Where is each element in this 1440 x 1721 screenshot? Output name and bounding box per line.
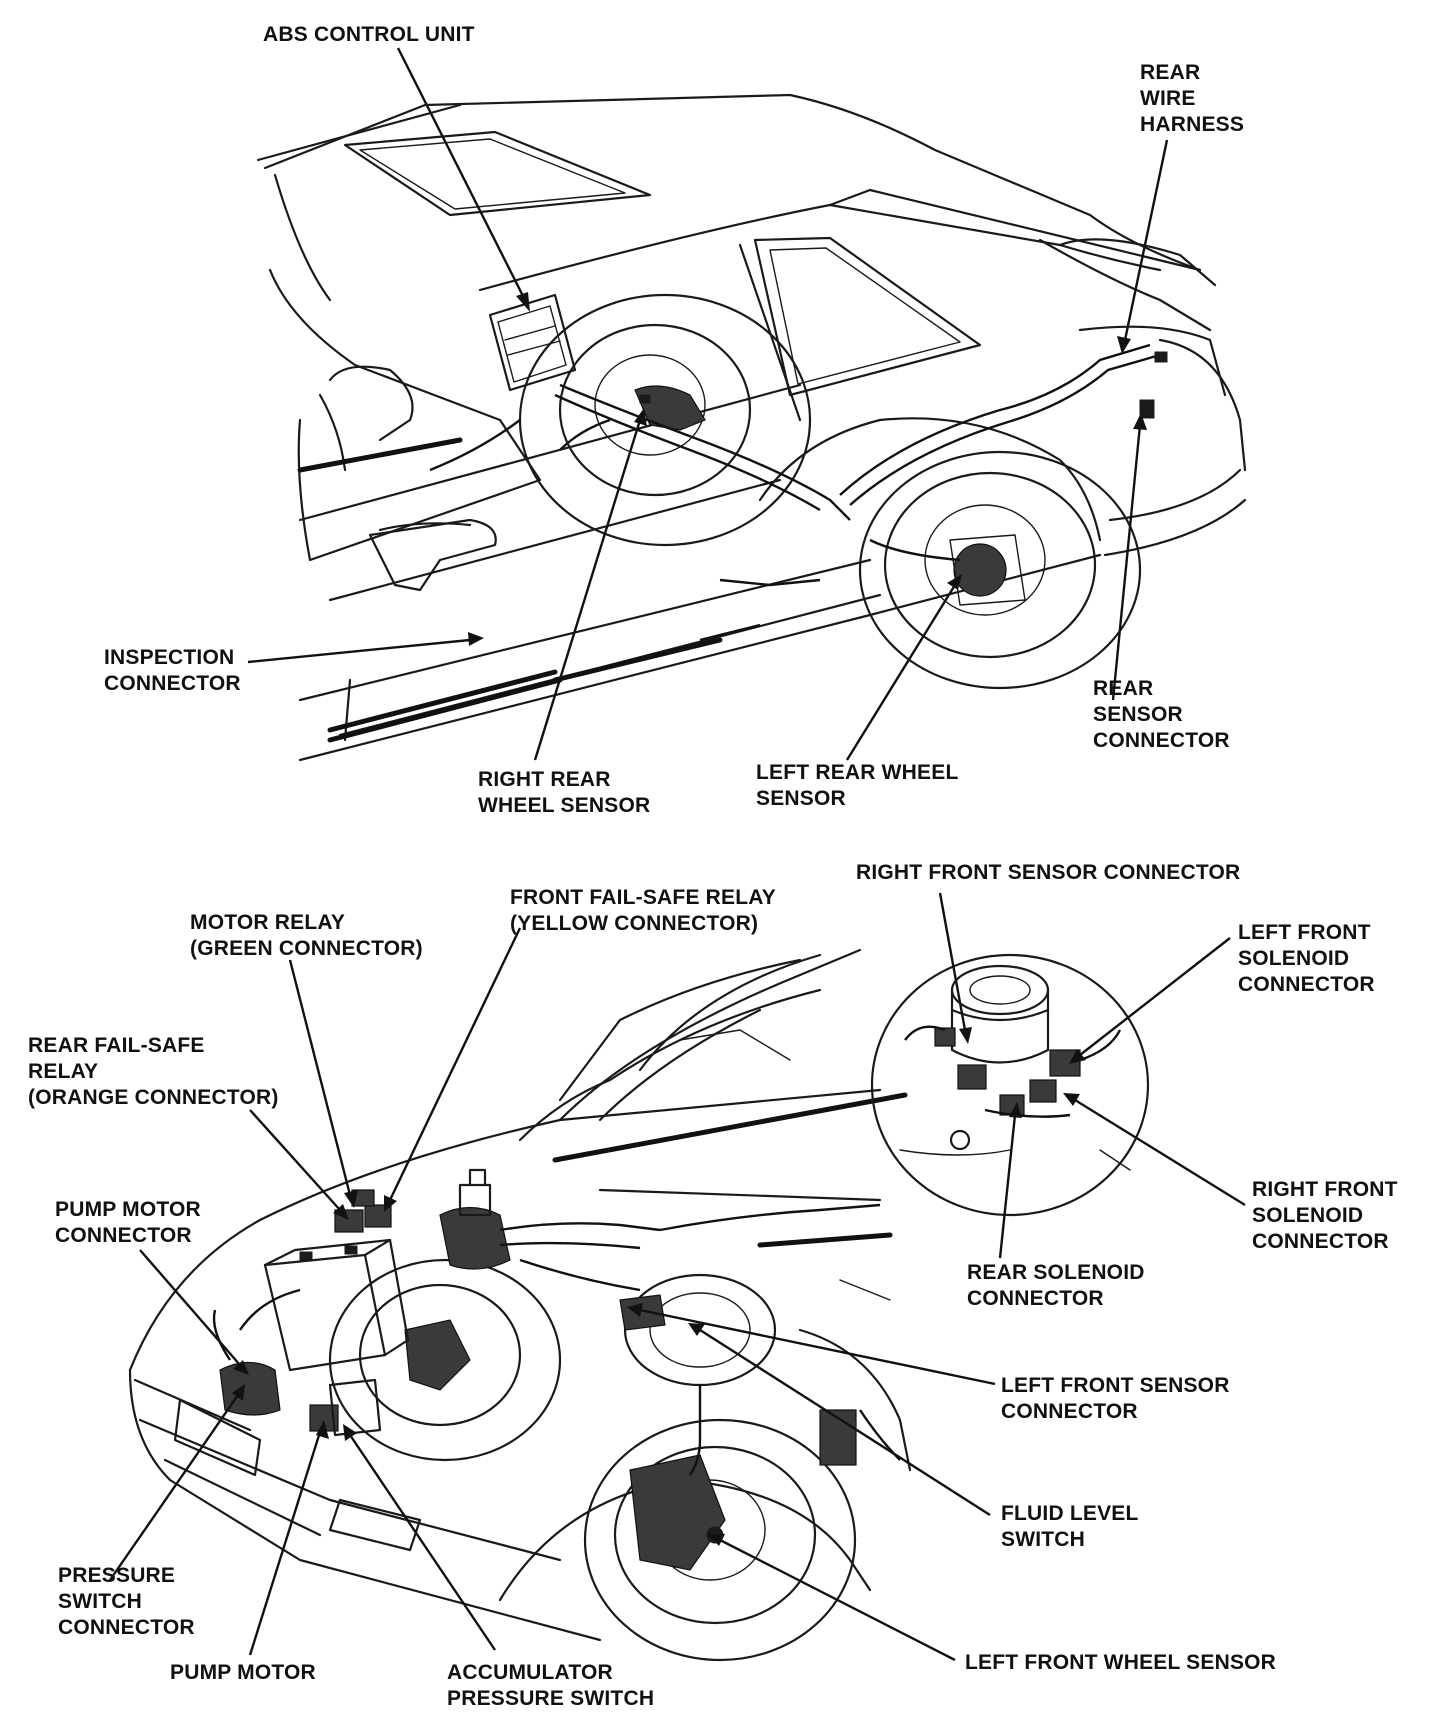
label-left-rear-wheel-sensor: LEFT REAR WHEEL SENSOR	[756, 761, 959, 810]
label-fluid-level-switch: FLUID LEVEL SWITCH	[1001, 1502, 1139, 1551]
label-inspection-connector: INSPECTION CONNECTOR	[104, 646, 241, 695]
label-left-front-solenoid-connector: LEFT FRONT SOLENOID CONNECTOR	[1238, 921, 1375, 996]
leader-lines	[109, 47, 1246, 1662]
label-rear-solenoid-connector: REAR SOLENOID CONNECTOR	[967, 1261, 1145, 1310]
solenoid-inset-view	[552, 953, 1150, 1217]
label-abs-control-unit: ABS CONTROL UNIT	[263, 23, 475, 46]
front-car-illustration	[128, 948, 912, 1662]
label-right-rear-wheel-sensor: RIGHT REAR WHEEL SENSOR	[478, 768, 651, 817]
label-pressure-switch-connector: PRESSURE SWITCH CONNECTOR	[58, 1564, 195, 1639]
label-accumulator-pressure-switch: ACCUMULATOR PRESSURE SWITCH	[447, 1661, 655, 1710]
label-left-front-wheel-sensor: LEFT FRONT WHEEL SENSOR	[965, 1651, 1277, 1674]
label-motor-relay: MOTOR RELAY (GREEN CONNECTOR)	[190, 911, 423, 960]
label-left-front-sensor-connector: LEFT FRONT SENSOR CONNECTOR	[1001, 1374, 1230, 1423]
label-right-front-sensor-connector: RIGHT FRONT SENSOR CONNECTOR	[856, 861, 1241, 884]
label-pump-motor: PUMP MOTOR	[170, 1661, 316, 1684]
label-front-fail-safe-relay: FRONT FAIL-SAFE RELAY (YELLOW CONNECTOR)	[510, 886, 776, 935]
label-pump-motor-connector: PUMP MOTOR CONNECTOR	[55, 1198, 201, 1247]
label-rear-wire-harness: REAR WIRE HARNESS	[1140, 61, 1245, 136]
label-rear-fail-safe-relay: REAR FAIL-SAFE RELAY (ORANGE CONNECTOR)	[28, 1034, 279, 1109]
label-right-front-solenoid-connector: RIGHT FRONT SOLENOID CONNECTOR	[1252, 1178, 1398, 1253]
label-rear-sensor-connector: REAR SENSOR CONNECTOR	[1093, 677, 1230, 752]
rear-car-illustration	[256, 93, 1247, 762]
